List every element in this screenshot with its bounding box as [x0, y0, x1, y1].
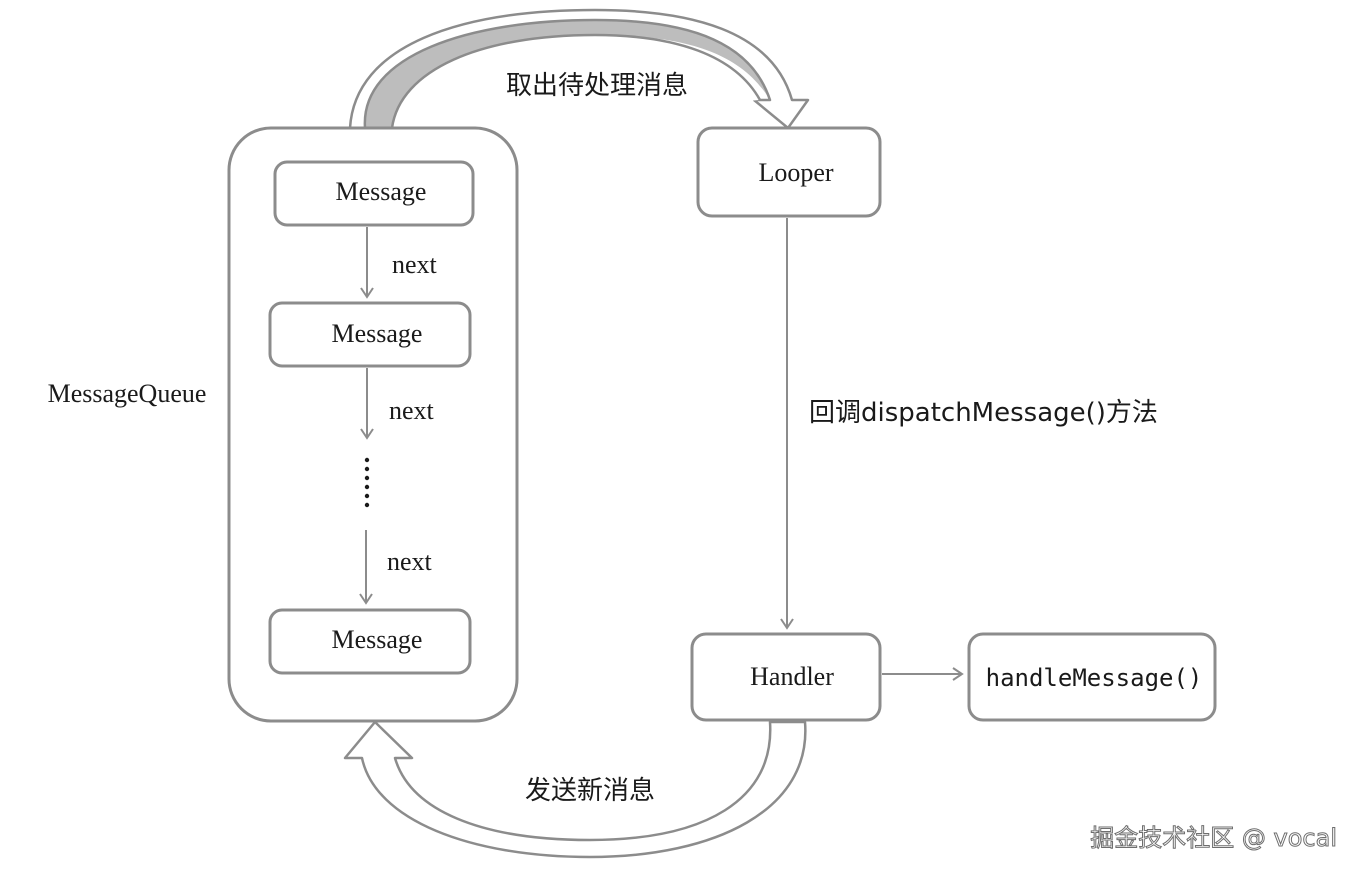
- message-queue-label: MessageQueue: [48, 379, 207, 408]
- top-curved-arrow: [348, 8, 810, 130]
- message-box-3: Message: [268, 608, 472, 675]
- looper-label: Looper: [758, 158, 833, 187]
- message-box-2: Message: [268, 301, 472, 368]
- message-box-label: Message: [332, 319, 423, 348]
- watermark: 掘金技术社区 @ vocal: [1090, 824, 1337, 852]
- looper-box: Looper: [696, 126, 882, 218]
- bottom-arc-label: 发送新消息: [525, 776, 655, 806]
- message-box-label: Message: [336, 177, 427, 206]
- next-label-2: next: [389, 396, 435, 425]
- bottom-curved-arrow: [343, 720, 807, 859]
- handle-message-label: handleMessage(): [986, 664, 1203, 692]
- handle-message-box: handleMessage(): [967, 632, 1217, 722]
- handler-box: Handler: [690, 632, 882, 722]
- message-box-1: Message: [273, 160, 475, 227]
- message-box-label: Message: [332, 625, 423, 654]
- next-label-3: next: [387, 547, 433, 576]
- handler-label: Handler: [750, 662, 834, 691]
- next-label-1: next: [392, 250, 438, 279]
- message-queue-container: [227, 126, 519, 723]
- ellipsis-dots: [364, 457, 370, 508]
- top-arc-label: 取出待处理消息: [506, 71, 688, 101]
- dispatch-label: 回调dispatchMessage()方法: [809, 398, 1158, 428]
